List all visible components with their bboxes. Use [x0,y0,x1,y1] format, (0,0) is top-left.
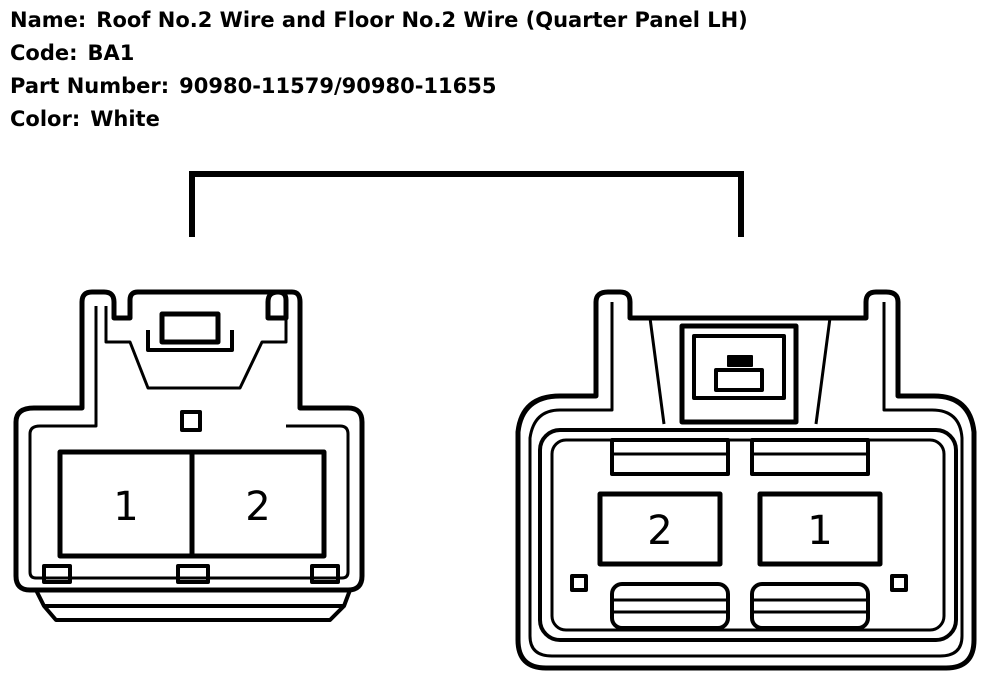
right-cavity-right [757,491,883,567]
color-row: Color: White [10,103,748,136]
code-value: BA1 [87,41,135,65]
right-corner-square-1 [570,574,588,592]
right-lock-nub [727,355,753,367]
left-connector-body [13,289,365,593]
left-lock-latch [159,311,221,345]
color-value: White [90,107,160,131]
left-bottom-tab-2 [176,564,210,584]
right-top-latch-right [750,438,870,476]
name-label: Name: [10,8,87,32]
right-lock-housing [679,323,799,425]
left-lock-frame [146,330,234,352]
left-pin-2: 2 [245,484,270,530]
part-number-row: Part Number: 90980-11579/90980-11655 [10,70,748,103]
right-inner-frame [538,428,958,642]
name-value: Roof No.2 Wire and Floor No.2 Wire (Quar… [96,8,748,32]
right-connector-body [515,289,977,671]
right-bottom-latch-left [610,582,730,630]
part-number-label: Part Number: [10,74,170,98]
right-inner-frame-2 [550,438,946,632]
right-lock-arms [648,317,832,425]
right-corner-square-2 [890,574,908,592]
code-row: Code: BA1 [10,37,748,70]
left-connector [13,289,365,622]
left-pin-1: 1 [113,484,138,530]
part-number-value: 90980-11579/90980-11655 [179,74,497,98]
code-label: Code: [10,41,78,65]
left-bottom-tab-1 [42,564,72,584]
right-connector [515,289,977,671]
left-key-square [180,410,202,432]
left-connector-inner-outline [28,306,350,580]
right-top-latch-left [610,438,730,476]
right-connector-outline-2 [528,302,964,658]
right-pin-1: 1 [807,508,832,554]
right-lock-window [714,368,764,392]
left-bottom-flange [34,589,352,622]
mating-bracket [189,171,744,237]
right-lock-inner [692,334,786,400]
name-row: Name: Roof No.2 Wire and Floor No.2 Wire … [10,4,748,37]
color-label: Color: [10,107,81,131]
right-cavity-left [597,491,723,567]
left-bottom-tab-3 [310,564,340,584]
right-pin-2: 2 [647,508,672,554]
connector-info: Name: Roof No.2 Wire and Floor No.2 Wire … [10,4,748,136]
right-bottom-latch-right [750,582,870,630]
